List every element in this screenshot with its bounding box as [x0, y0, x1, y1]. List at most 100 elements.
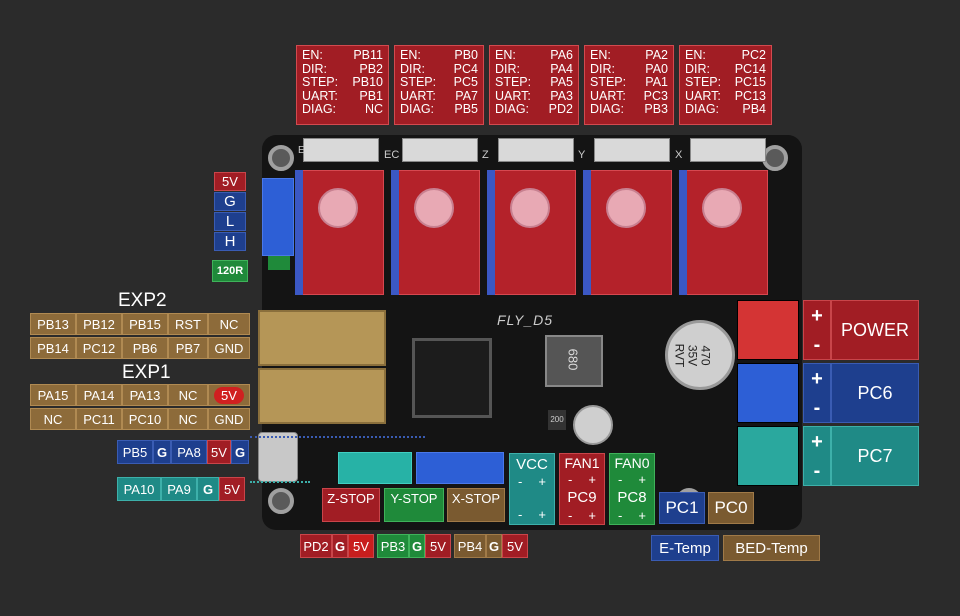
exp2-table: PB13 PB12 PB15 RST NC PB14 PC12 PB6 PB7 … — [30, 313, 250, 359]
motor-connector-y[interactable] — [594, 138, 670, 162]
z-stop-pin: PD2 — [300, 534, 332, 558]
silk-label-z: Z — [482, 149, 489, 161]
power-minus: - — [813, 333, 821, 356]
pc6-minus: - — [813, 396, 821, 419]
exp1-pin: NC — [30, 408, 76, 430]
pc1-label: PC1 — [659, 492, 705, 524]
fan1-label: FAN1 — [564, 455, 600, 471]
vcc-plus: + — [538, 474, 546, 489]
y-stop-pin: PB3 — [377, 534, 409, 558]
vcc-minus: - — [518, 474, 523, 489]
vcc-minus: - — [518, 507, 523, 522]
motor-connector-z[interactable] — [498, 138, 574, 162]
mcu-chip — [412, 338, 492, 418]
y-stop-pin: G — [409, 534, 425, 558]
mounting-hole — [268, 145, 294, 171]
resistor: 200 — [548, 410, 566, 430]
driver-pins-x: EN:PC2 DIR:PC14 STEP:PC15 UART:PC13 DIAG… — [679, 45, 772, 125]
fan0-label: FAN0 — [614, 455, 650, 471]
probe-pin: G — [231, 440, 249, 464]
fan1-plus: + — [588, 507, 596, 523]
rgb-pin: PA10 — [117, 477, 161, 501]
bed-temp-label: BED-Temp — [723, 535, 820, 561]
motor-connector-ec[interactable] — [402, 138, 478, 162]
endstop-connector[interactable] — [338, 452, 412, 484]
z-stop-pin: G — [332, 534, 348, 558]
pc7-label: PC7 — [831, 426, 919, 486]
y-stop-label: Y-STOP — [384, 488, 444, 522]
exp2-pin: PB13 — [30, 313, 76, 335]
x-stop-pin: PB4 — [454, 534, 486, 558]
pin-header — [679, 170, 687, 295]
probe-pin-row: PB5 G PA8 5V G — [117, 440, 249, 464]
can-l: L — [214, 212, 246, 231]
exp1-pin: NC — [168, 408, 208, 430]
small-capacitor — [573, 405, 613, 445]
power-signs: + - — [803, 300, 831, 360]
driver-capacitor — [606, 188, 646, 228]
exp2-connector[interactable] — [258, 310, 386, 366]
driver-capacitor — [318, 188, 358, 228]
rgb-pin: G — [197, 477, 219, 501]
exp1-pin: PC10 — [122, 408, 168, 430]
power-terminal[interactable] — [737, 300, 799, 360]
pc7-plus: + — [811, 430, 823, 453]
exp2-pin: PB7 — [168, 337, 208, 359]
power-plus: + — [811, 304, 823, 327]
driver-pins-y: EN:PA2 DIR:PA0 STEP:PA1 UART:PC3 DIAG:PB… — [584, 45, 674, 125]
exp1-title: EXP1 — [122, 362, 171, 383]
fan0-block: FAN0 - + PC8 - + — [609, 453, 655, 525]
rgb-pin: PA9 — [161, 477, 197, 501]
e-temp-label: E-Temp — [651, 535, 719, 561]
exp1-pin-5v: 5V — [208, 384, 250, 406]
driver-pins-ec: EN:PB0 DIR:PC4 STEP:PC5 UART:PA7 DIAG:PB… — [394, 45, 484, 125]
exp2-pin: PB14 — [30, 337, 76, 359]
pin-header — [487, 170, 495, 295]
exp2-pin: PC12 — [76, 337, 122, 359]
exp1-5v-badge: 5V — [214, 386, 244, 404]
vcc-plus: + — [538, 507, 546, 522]
pc0-label: PC0 — [708, 492, 754, 524]
bulk-capacitor — [665, 320, 735, 390]
exp2-title: EXP2 — [118, 290, 167, 311]
fan1-minus: - — [568, 471, 573, 487]
usb-port[interactable] — [258, 432, 298, 482]
inductor-label: 680 — [565, 348, 581, 371]
exp1-connector[interactable] — [258, 368, 386, 424]
pc7-terminal[interactable] — [737, 426, 799, 486]
probe-pin: G — [153, 440, 171, 464]
pc7-minus: - — [813, 459, 821, 482]
fan1-block: FAN1 - + PC9 - + — [559, 453, 605, 525]
pin-header — [583, 170, 591, 295]
exp1-pin: PA15 — [30, 384, 76, 406]
exp2-pin: RST — [168, 313, 208, 335]
exp2-pin: PB6 — [122, 337, 168, 359]
silk-label-e: E — [298, 145, 305, 156]
x-stop-pin: G — [486, 534, 502, 558]
fan0-minus: - — [618, 507, 623, 523]
pc6-terminal[interactable] — [737, 363, 799, 423]
fan0-pin: PC8 — [617, 488, 647, 506]
mounting-hole — [268, 488, 294, 514]
x-stop-label: X-STOP — [447, 488, 505, 522]
fan1-plus: + — [588, 471, 596, 487]
rgb-leader-line — [250, 481, 310, 483]
driver-capacitor — [510, 188, 550, 228]
exp1-pin: PA13 — [122, 384, 168, 406]
probe-leader-line — [250, 436, 425, 438]
exp2-pin: PB12 — [76, 313, 122, 335]
motor-connector-x[interactable] — [690, 138, 766, 162]
pc6-label: PC6 — [831, 363, 919, 423]
silk-label-ec: EC — [384, 149, 400, 161]
driver-pins-e: EN:PB11 DIR:PB2 STEP:PB10 UART:PB1 DIAG:… — [296, 45, 389, 125]
rgb-pin-row: PA10 PA9 G 5V — [117, 477, 245, 501]
exp2-pin: GND — [208, 337, 250, 359]
can-resistor-jumper[interactable] — [268, 256, 290, 270]
can-connector[interactable] — [262, 178, 294, 256]
motor-connector-e[interactable] — [303, 138, 379, 162]
can-g: G — [214, 192, 246, 211]
exp1-pin: PA14 — [76, 384, 122, 406]
endstop-connector[interactable] — [416, 452, 504, 484]
y-stop-pin: 5V — [425, 534, 451, 558]
fan1-minus: - — [568, 507, 573, 523]
